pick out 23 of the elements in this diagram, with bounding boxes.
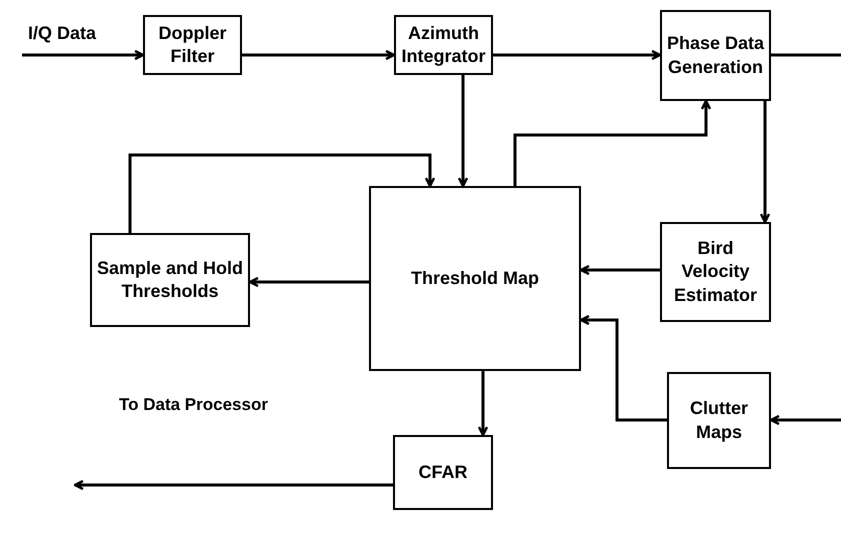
process-box: Azimuth Integrator bbox=[394, 15, 493, 75]
arrow bbox=[478, 371, 488, 436]
arrow bbox=[242, 50, 396, 60]
arrow bbox=[580, 314, 667, 422]
arrow bbox=[760, 101, 770, 224]
arrow bbox=[74, 480, 393, 490]
process-box: Threshold Map bbox=[369, 186, 581, 371]
arrow bbox=[514, 100, 712, 186]
arrow bbox=[493, 50, 662, 60]
arrow bbox=[128, 154, 436, 233]
arrow bbox=[770, 414, 841, 426]
process-box: Bird Velocity Estimator bbox=[660, 222, 771, 322]
process-box: Doppler Filter bbox=[143, 15, 242, 75]
arrow bbox=[248, 276, 369, 288]
process-box: Phase Data Generation bbox=[660, 10, 771, 101]
arrow bbox=[580, 264, 660, 276]
process-box: Sample and Hold Thresholds bbox=[90, 233, 250, 327]
input-label: I/Q Data bbox=[22, 22, 102, 62]
arrow bbox=[22, 50, 144, 60]
process-box: CFAR bbox=[393, 435, 493, 510]
edge-label: To Data Processor bbox=[119, 396, 268, 413]
arrow bbox=[458, 75, 468, 188]
process-box: Clutter Maps bbox=[667, 372, 771, 469]
